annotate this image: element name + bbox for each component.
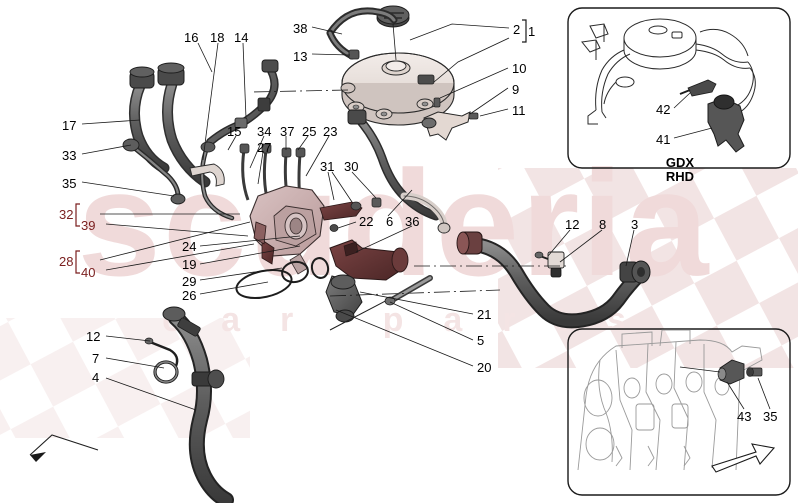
hose-3 bbox=[456, 231, 651, 329]
bracket-27 bbox=[189, 163, 225, 187]
callout-33: 33 bbox=[62, 148, 77, 163]
callout-39: 39 bbox=[81, 218, 96, 233]
callout-31: 31 bbox=[320, 159, 335, 174]
inset-callout-35: 35 bbox=[763, 409, 778, 424]
callout-23: 23 bbox=[323, 124, 338, 139]
callout-12-left: 12 bbox=[86, 329, 101, 344]
inset-callout-41: 41 bbox=[656, 132, 671, 147]
callout-32: 32 bbox=[59, 207, 74, 222]
callout-8: 8 bbox=[599, 217, 607, 232]
inset-sensor-43 bbox=[717, 359, 745, 385]
inset-callout-42: 42 bbox=[656, 102, 671, 117]
pipe-bundle-34-37-25-23 bbox=[239, 143, 306, 203]
callout-21: 21 bbox=[477, 307, 492, 322]
gaskets-26-29 bbox=[235, 257, 330, 299]
callout-10: 10 bbox=[512, 61, 527, 76]
inset-callout-43: 43 bbox=[737, 409, 752, 424]
bolt-10 bbox=[433, 97, 441, 108]
inset-part-42 bbox=[679, 79, 717, 97]
lever-31-30 bbox=[319, 197, 382, 232]
callout-24: 24 bbox=[182, 239, 197, 254]
hose-14 bbox=[206, 59, 279, 146]
grouping-brackets bbox=[75, 19, 527, 274]
callout-26: 26 bbox=[182, 288, 197, 303]
callout-35: 35 bbox=[62, 176, 77, 191]
sensor-8-12 bbox=[534, 251, 565, 278]
hose-4-end-fitting bbox=[162, 306, 201, 337]
inset-part-41 bbox=[707, 94, 745, 153]
callout-18: 18 bbox=[210, 30, 225, 45]
inset-bolt-35 bbox=[746, 367, 763, 377]
callout-4: 4 bbox=[92, 370, 100, 385]
inset-gdx-rhd bbox=[567, 7, 791, 169]
callout-11: 11 bbox=[512, 103, 526, 118]
callout-9: 9 bbox=[512, 82, 520, 97]
hose-20-return bbox=[347, 109, 451, 234]
bolt-11 bbox=[468, 112, 479, 120]
callout-13: 13 bbox=[293, 49, 308, 64]
callout-6: 6 bbox=[386, 214, 394, 229]
callout-7: 7 bbox=[92, 351, 100, 366]
callout-28: 28 bbox=[59, 254, 74, 269]
callout-29: 29 bbox=[182, 274, 197, 289]
hose-fitting-16 bbox=[129, 66, 155, 89]
callout-36: 36 bbox=[405, 214, 420, 229]
callout-25: 25 bbox=[302, 124, 317, 139]
elbow-21 bbox=[325, 274, 363, 323]
hose-4-mid-coupler bbox=[191, 369, 225, 389]
view-direction-arrow-bottom-left bbox=[29, 434, 99, 462]
callout-2: 2 bbox=[513, 22, 521, 37]
hose-connector-3 bbox=[619, 260, 651, 284]
callout-22: 22 bbox=[359, 214, 374, 229]
callout-37: 37 bbox=[280, 124, 295, 139]
inset-engine-block bbox=[567, 328, 791, 496]
hose-coupler-left bbox=[456, 231, 483, 255]
callout-27: 27 bbox=[257, 140, 272, 155]
inset-direction-arrow bbox=[711, 443, 776, 473]
callout-38: 38 bbox=[293, 21, 308, 36]
callout-1: 1 bbox=[528, 24, 536, 39]
callout-14: 14 bbox=[234, 30, 249, 45]
clamp-7 bbox=[144, 337, 179, 384]
inset-gdx-rhd-caption: GDX RHD bbox=[650, 156, 710, 183]
callout-17: 17 bbox=[62, 118, 77, 133]
thermostat-housing bbox=[249, 185, 325, 275]
hose-fitting-18 bbox=[157, 62, 185, 86]
hose-clamp-13 bbox=[348, 49, 360, 60]
inset-caption-line2: RHD bbox=[665, 168, 695, 184]
expansion-tank-assembly bbox=[340, 5, 455, 126]
pipe-5-20 bbox=[329, 275, 433, 331]
callout-20: 20 bbox=[477, 360, 492, 375]
callout-3: 3 bbox=[631, 217, 639, 232]
callout-34: 34 bbox=[257, 124, 272, 139]
callout-leader-lines bbox=[81, 23, 635, 411]
inset-caption-line1: GDX bbox=[665, 155, 695, 170]
callout-5: 5 bbox=[477, 333, 485, 348]
hose-38 bbox=[326, 7, 398, 60]
callout-15: 15 bbox=[227, 124, 242, 139]
callout-16: 16 bbox=[184, 30, 199, 45]
callout-19: 19 bbox=[182, 257, 197, 272]
callout-30: 30 bbox=[344, 159, 359, 174]
bracket-9 bbox=[421, 97, 479, 141]
callout-12-right: 12 bbox=[565, 217, 580, 232]
hose-4 bbox=[162, 306, 234, 503]
manifold-36 bbox=[329, 239, 409, 281]
callout-40: 40 bbox=[81, 265, 96, 280]
